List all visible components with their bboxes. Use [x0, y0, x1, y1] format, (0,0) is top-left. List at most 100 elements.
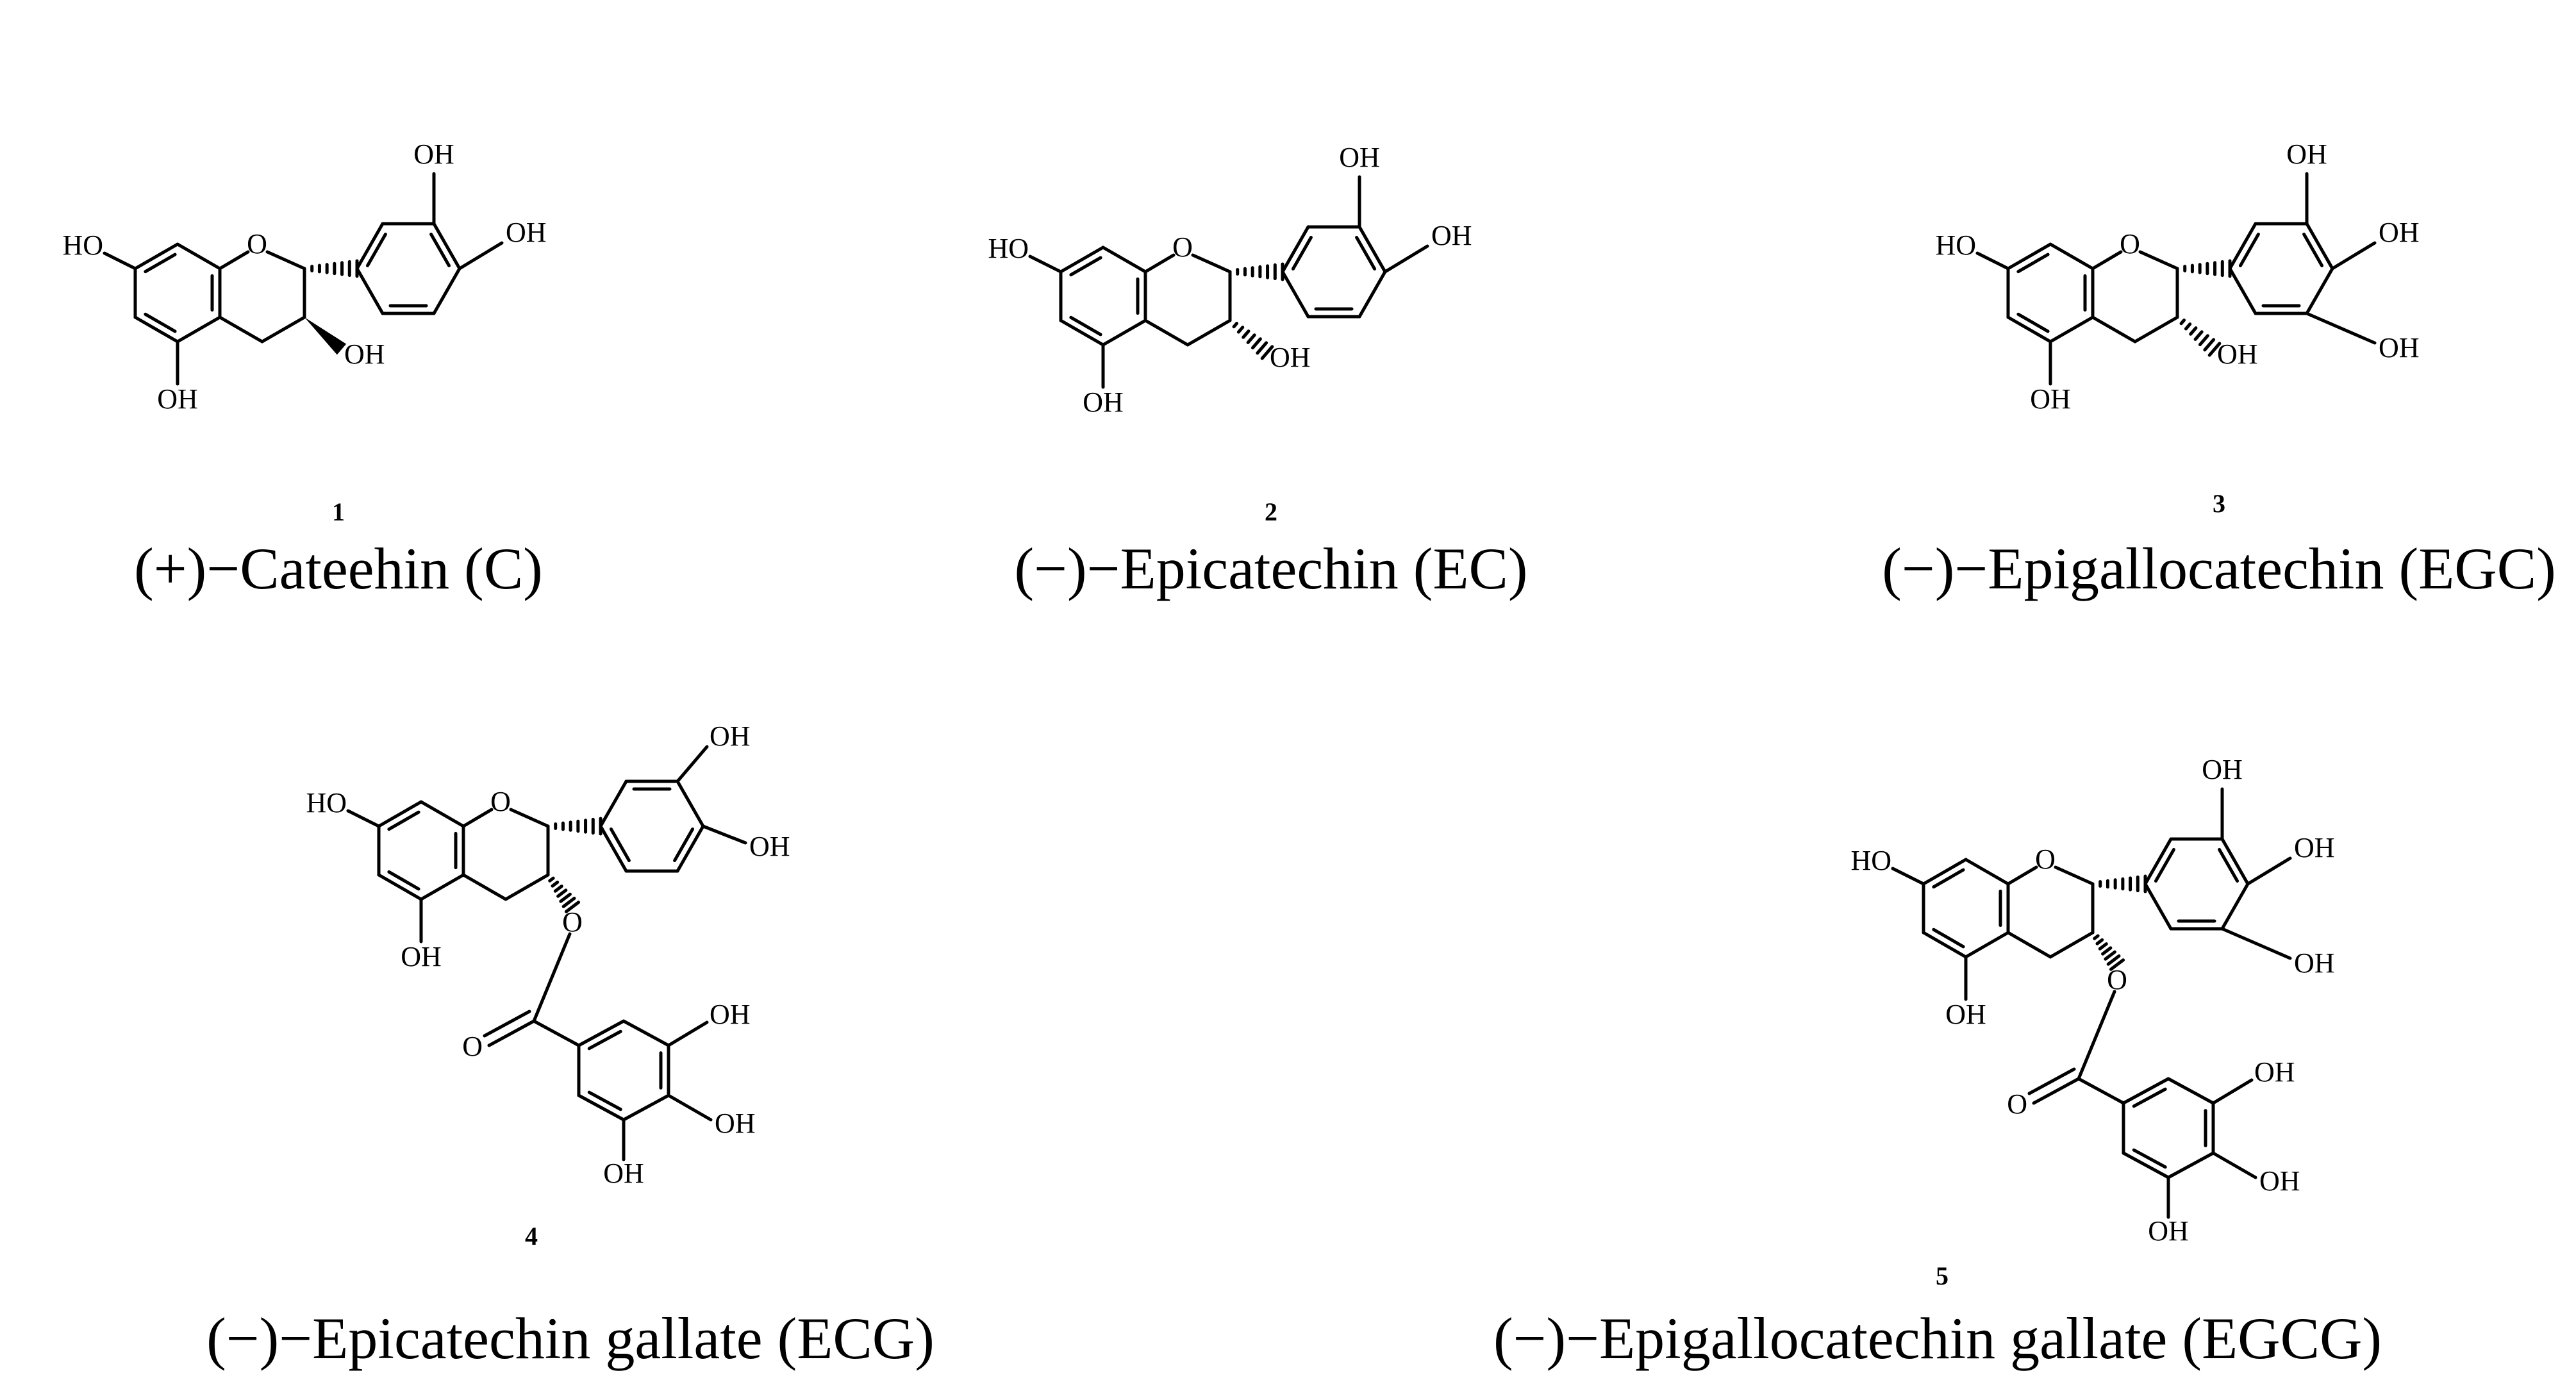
compound-caption: (+)−Cateehin (C) — [134, 536, 543, 601]
c5-hydroxyl-label: OH — [157, 383, 198, 415]
hash-line — [2095, 938, 2104, 945]
c7-hydroxyl-label: HO — [988, 233, 1029, 264]
ring-c-bond — [1143, 319, 1190, 347]
ring-a-bond — [377, 873, 423, 901]
c3-ester-hashed-bond — [548, 876, 581, 913]
ring-oxygen-label: O — [247, 228, 267, 260]
c7-hydroxyl-bond — [103, 251, 137, 270]
hash-line — [2179, 319, 2186, 326]
c2-b-ring-hashed-bond — [554, 817, 602, 836]
gallate-ring-bond — [622, 1093, 670, 1122]
gallate-ring-bond — [622, 1019, 670, 1047]
ring-b-bond — [676, 779, 705, 828]
ring-c-bond — [2006, 931, 2052, 959]
ring-c-bond — [509, 808, 550, 828]
ring-a-bond — [176, 315, 222, 344]
gallate-link-bond — [532, 1019, 581, 1047]
hash-line — [2198, 334, 2209, 347]
compound-5: OHOOHOHOHOHOOOHOHOH5(−)−Epigallocatechin… — [1493, 754, 2382, 1371]
c3-hydroxyl-wedge-bond — [304, 317, 347, 355]
compound-caption: (−)−Epicatechin gallate (ECG) — [206, 1306, 935, 1371]
c2-b-ring-hashed-bond — [1236, 262, 1284, 281]
c2-b-ring-hashed-bond — [2183, 259, 2232, 278]
b-ring-hydroxyl-bond — [458, 241, 504, 270]
hash-line — [2104, 950, 2116, 961]
ring-b-bond — [2305, 222, 2334, 270]
ring-a-bond — [1059, 319, 1105, 347]
gallate-hydroxyl-label: OH — [715, 1108, 756, 1139]
b-ring-hydroxyl-label: OH — [2379, 217, 2420, 248]
hash-line — [556, 888, 568, 898]
b-ring-hydroxyl-label: OH — [413, 138, 454, 170]
ring-a-double-bond — [1069, 315, 1102, 337]
hash-line — [2093, 934, 2100, 940]
ring-a-bond — [1964, 858, 2010, 886]
b-ring-hydroxyl-bond — [2331, 241, 2377, 270]
hash-line — [561, 896, 576, 908]
ring-a-double-bond — [144, 312, 177, 333]
ring-b-bond — [2228, 222, 2257, 270]
ring-c-bond — [2138, 250, 2179, 270]
ring-a-double-bond — [387, 810, 420, 831]
gallate-link-bond — [2077, 1077, 2125, 1105]
ring-b-bond — [432, 222, 461, 270]
b-ring-hydroxyl-label: OH — [2294, 947, 2335, 979]
compound-number: 3 — [2213, 489, 2225, 518]
hash-line — [2101, 946, 2113, 956]
hash-line — [548, 876, 555, 883]
b-ring-hydroxyl-bond — [2246, 856, 2292, 886]
ring-b-bond — [2305, 267, 2334, 315]
c5-hydroxyl-label: OH — [2030, 383, 2071, 415]
b-ring-hydroxyl-label: OH — [2379, 332, 2420, 363]
ring-c-bond — [2006, 865, 2038, 886]
hash-line — [2203, 338, 2216, 352]
c5-hydroxyl-label: OH — [1083, 387, 1124, 418]
gallate-hydroxyl-label: OH — [710, 999, 751, 1030]
ring-b-double-bond — [429, 232, 451, 267]
ring-b-bond — [1281, 225, 1310, 274]
hash-line — [2184, 322, 2192, 331]
hash-line — [2189, 326, 2198, 336]
c5-hydroxyl-label: OH — [401, 941, 442, 972]
ring-a-bond — [1059, 245, 1105, 274]
hash-line — [1236, 326, 1245, 334]
ring-a-bond — [1922, 858, 1968, 886]
gallate-hydroxyl-label: OH — [603, 1158, 644, 1189]
compound-number: 5 — [1936, 1261, 1949, 1290]
gallate-hydroxyl-bond — [667, 1093, 713, 1122]
ring-c-bond — [461, 873, 508, 901]
hash-line — [1256, 341, 1268, 355]
c7-hydroxyl-label: HO — [1935, 229, 1976, 261]
ring-b-double-bond — [1355, 235, 1377, 270]
hash-line — [2207, 342, 2222, 357]
b-ring-hydroxyl-label: OH — [506, 217, 547, 248]
hash-line — [553, 885, 563, 893]
compound-caption: (−)−Epigallocatechin gallate (EGCG) — [1493, 1306, 2382, 1371]
hash-line — [1246, 333, 1256, 344]
gallate-double-bond — [2132, 1148, 2167, 1169]
ring-b-bond — [1358, 225, 1387, 274]
ring-a-bond — [2048, 242, 2095, 270]
ring-c-bond — [1191, 253, 1232, 274]
b-ring-hydroxyl-label: OH — [710, 720, 751, 752]
b-ring-hydroxyl-label: OH — [1339, 142, 1380, 173]
hash-line — [551, 880, 560, 888]
ring-b-bond — [2143, 837, 2173, 886]
hash-line — [2109, 958, 2125, 971]
ester-bond — [2077, 990, 2116, 1081]
carbonyl-oxygen-label: O — [2007, 1088, 2027, 1120]
ring-a-double-bond — [1932, 868, 1965, 889]
compound-number: 4 — [525, 1222, 538, 1251]
ring-b-bond — [355, 222, 385, 270]
gallate-ring-bond — [2122, 1077, 2170, 1105]
ring-b-double-bond — [673, 827, 695, 863]
gallate-hydroxyl-bond — [2211, 1078, 2254, 1105]
ring-c-bond — [2048, 931, 2095, 959]
ester-oxygen-label: O — [562, 906, 583, 938]
hash-line — [1260, 345, 1274, 360]
ring-c-bond — [265, 250, 306, 270]
c2-b-ring-hashed-bond — [310, 259, 359, 278]
ester-bond — [532, 932, 572, 1023]
